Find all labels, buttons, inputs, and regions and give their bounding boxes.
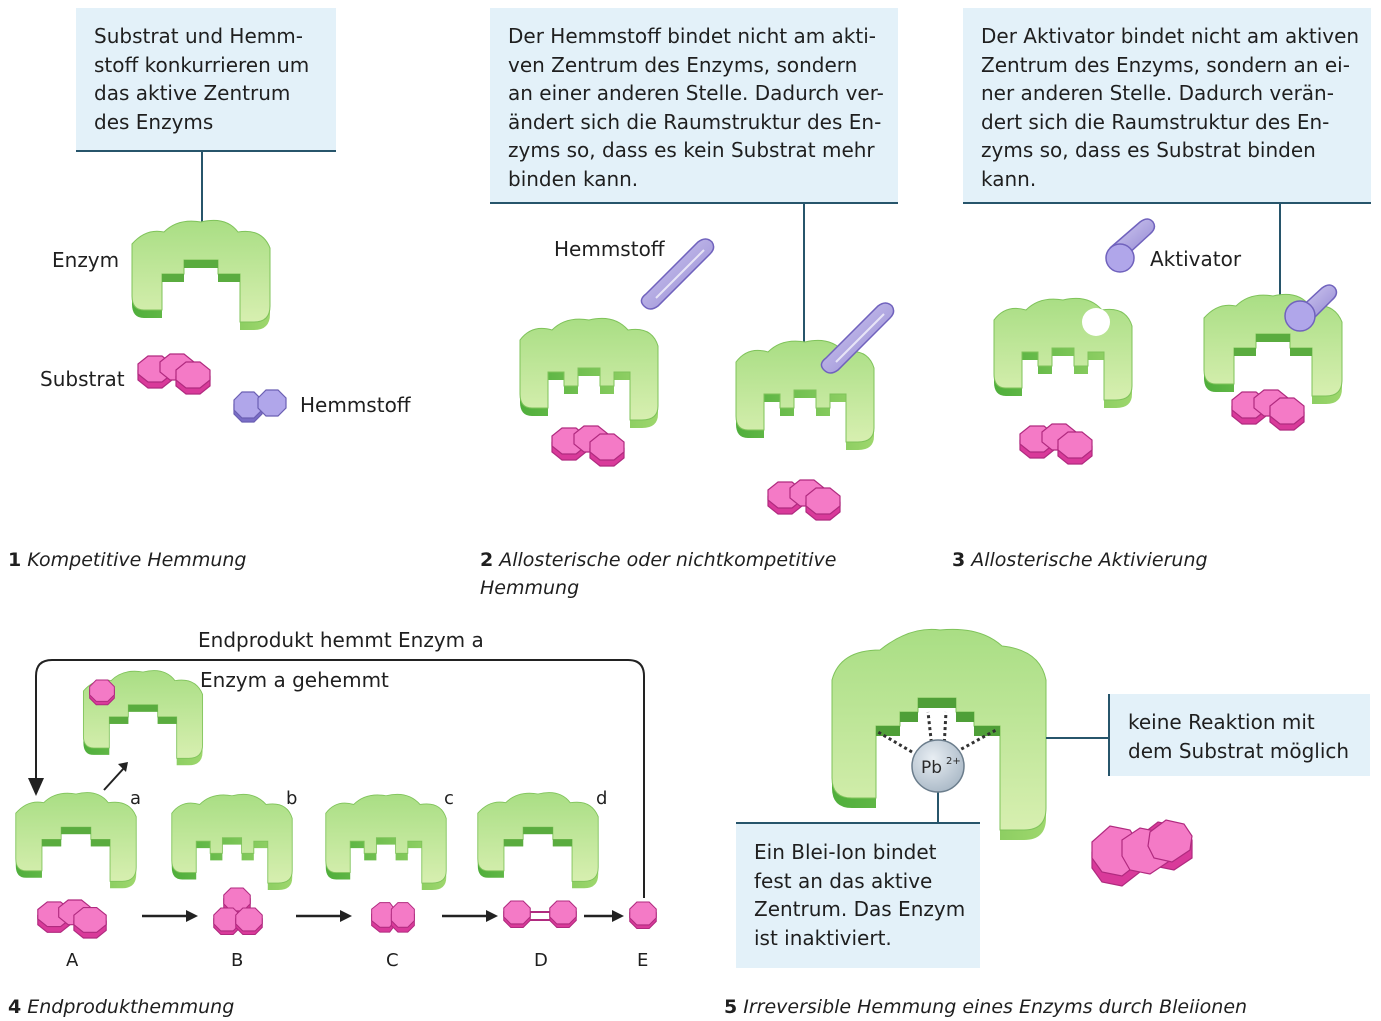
lead-ion-label: Pb <box>921 758 942 778</box>
panel1-label-inhibitor: Hemmstoff <box>300 393 411 417</box>
panel3-label-activator: Aktivator <box>1150 247 1241 271</box>
panel4-feedback-arrowhead <box>28 778 44 796</box>
panel2-substrate-1 <box>552 426 624 466</box>
panel4-substance-E <box>630 902 656 928</box>
panel1-caption: 1 Kompetitive Hemmung <box>8 546 246 574</box>
panel4-substance-D <box>504 901 576 927</box>
panel3-explanation-box: Der Aktivator bindet nicht am aktiven Ze… <box>963 8 1371 204</box>
panel3-enzyme-inactive <box>994 298 1132 408</box>
panel1-substrate <box>138 354 210 394</box>
panel1-caption-text: Kompetitive Hemmung <box>27 549 246 571</box>
panel2-enzyme-inhibited <box>736 340 874 450</box>
panel1-art <box>132 150 286 422</box>
panel1-enzyme <box>132 220 270 330</box>
panel2-caption-text-line1: Allosterische oder nichtkompetitive <box>499 549 836 571</box>
enzyme-letter-d: d <box>596 788 607 809</box>
panel4-caption-text: Endprodukthemmung <box>27 996 234 1018</box>
panel4-caption-number: 4 <box>8 996 21 1018</box>
panel3-caption: 3 Allosterische Aktivierung <box>952 546 1208 574</box>
panel2-explanation-box: Der Hemmstoff bindet nicht am akti- ven … <box>490 8 898 204</box>
panel3-substrate-bound <box>1232 390 1304 430</box>
enzyme-letter-b: b <box>286 788 297 809</box>
panel3-allosteric-site <box>1082 308 1110 336</box>
panel2-label-inhibitor: Hemmstoff <box>554 237 665 261</box>
substance-letter-B: B <box>231 950 243 971</box>
enzyme-letter-c: c <box>444 788 454 809</box>
panel2-substrate-2 <box>768 480 840 520</box>
panel3-caption-text: Allosterische Aktivierung <box>971 549 1207 571</box>
panel1-inhibitor <box>234 390 286 422</box>
panel4-enzyme-c <box>326 794 446 890</box>
panel4-feedback-label: Endprodukt hemmt Enzym a <box>198 628 484 652</box>
panel4-endproduct-bound <box>90 680 115 705</box>
panel2-caption-text-line2: Hemmung <box>480 577 579 599</box>
panel2-caption-number: 2 <box>480 549 493 571</box>
panel2-caption: 2 Allosterische oder nichtkompetitive Hem… <box>480 546 836 602</box>
panel3-substrate-1 <box>1020 424 1092 464</box>
panel5-caption-number: 5 <box>724 996 737 1018</box>
panel4-enzyme-d <box>478 793 598 889</box>
panel4-inhibit-arrow <box>104 768 124 790</box>
panel4-art <box>16 660 656 938</box>
panel4-substance-C <box>372 903 415 933</box>
panel1-caption-number: 1 <box>8 549 21 571</box>
panel4-enzyme-a <box>16 793 136 889</box>
panel4-inhibited-label: Enzym a gehemmt <box>200 668 389 692</box>
panel5-substrate <box>1092 820 1192 886</box>
panel2-enzyme-free <box>520 318 658 428</box>
panel4-caption: 4 Endprodukthemmung <box>8 993 234 1021</box>
panel5-lead-ion-box: Ein Blei-Ion bindet fest an das aktive Z… <box>736 822 980 968</box>
substance-letter-C: C <box>386 950 399 971</box>
panel1-label-substrate: Substrat <box>40 367 125 391</box>
lead-ion-charge: 2+ <box>946 756 961 767</box>
panel4-enzyme-b <box>172 794 292 890</box>
panel4-substance-B <box>214 888 262 934</box>
panel4-substance-A <box>38 900 106 938</box>
substance-letter-D: D <box>534 950 548 971</box>
panel5-caption-text: Irreversible Hemmung eines Enzyms durch … <box>743 996 1247 1018</box>
enzyme-letter-a: a <box>130 788 141 809</box>
panel3-free-activator <box>1106 219 1154 272</box>
panel1-label-enzyme: Enzym <box>52 248 119 272</box>
panel3-art <box>994 200 1342 464</box>
substance-letter-E: E <box>637 950 648 971</box>
panel5-caption: 5 Irreversible Hemmung eines Enzyms durch… <box>724 993 1247 1021</box>
panel5-result-box: keine Reaktion mit dem Substrat möglich <box>1108 694 1370 776</box>
substance-letter-A: A <box>66 950 78 971</box>
panel1-explanation-box: Substrat und Hemm- stoff konkurrieren um… <box>76 8 336 152</box>
panel3-caption-number: 3 <box>952 549 965 571</box>
